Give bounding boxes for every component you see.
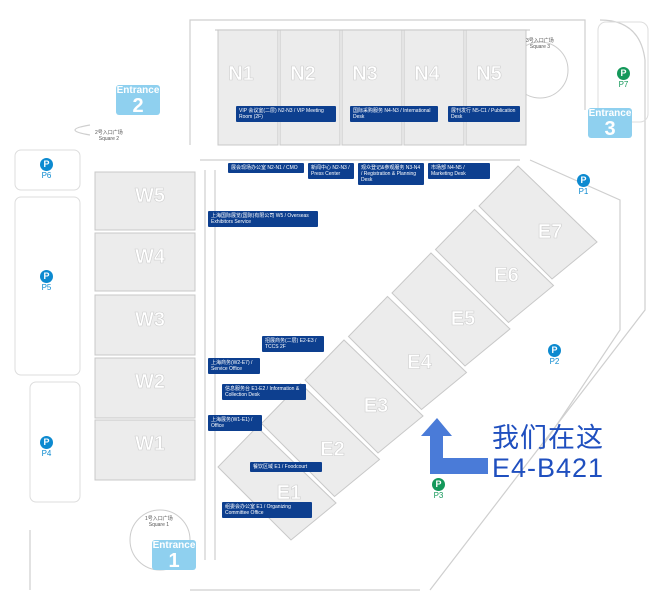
- hall-label: E1: [277, 482, 301, 504]
- parking-icon: P: [40, 270, 53, 283]
- hall-labels: N1 N2 N3 N4 N5 W5 W4 W3 W2 W1 E1 E2 E3 E4 E5…: [135, 63, 563, 505]
- north-halls: [217, 29, 527, 146]
- parking-lot-p5: [14, 196, 81, 376]
- parking-icon: P: [40, 158, 53, 171]
- hall-w1[interactable]: [94, 419, 196, 481]
- hall-label: N5: [476, 63, 502, 85]
- hall-e4[interactable]: [347, 295, 468, 411]
- you-are-here-arrow-icon: [421, 418, 488, 474]
- hall-label: N1: [228, 63, 254, 85]
- square-cn: 1号入口广场: [145, 516, 173, 522]
- square-en: Square 2: [98, 136, 120, 142]
- callout-registration[interactable]: 观众登记&参观服务 N3-N4 / Registration & Plannin…: [358, 163, 424, 185]
- entrance-2[interactable]: Entrance 2: [116, 85, 160, 117]
- parking-icon: P: [548, 344, 561, 357]
- hall-label: W1: [135, 433, 165, 455]
- hall-w5[interactable]: [94, 171, 196, 231]
- parking-icon: P: [40, 436, 53, 449]
- parking-icon: P: [432, 478, 445, 491]
- road-outline: [200, 159, 621, 560]
- callout-vip[interactable]: VIP 会议室(二层) N2-N3 / VIP Meeting Room (2F…: [236, 106, 336, 122]
- hall-label: W3: [135, 309, 165, 331]
- parking-label: P4: [41, 449, 52, 458]
- square-cn: 2号入口广场: [95, 130, 123, 136]
- entrance-3[interactable]: Entrance 3: [588, 108, 632, 140]
- entrance-number: 1: [168, 550, 180, 572]
- square-en: Square 3: [529, 44, 551, 50]
- parking-label: P6: [41, 171, 52, 180]
- parking-label: P5: [41, 283, 52, 292]
- square-cn: 3号入口广场: [526, 38, 554, 44]
- callout-publication[interactable]: 展刊发行 N5-C1 / Publication Desk: [448, 106, 520, 122]
- hall-label: E7: [538, 221, 562, 243]
- hall-e2[interactable]: [260, 382, 381, 498]
- hall-n5[interactable]: [465, 29, 527, 146]
- parking-icon: P: [617, 67, 630, 80]
- parking-icon: P: [577, 174, 590, 187]
- hall-label: W2: [135, 371, 165, 393]
- callout-cmo[interactable]: 展会现场办公室 N2-N1 / CMO: [228, 163, 304, 173]
- callout-organizing-office[interactable]: 组委会办公室 E1 / Organizing Committee Office: [222, 502, 312, 518]
- parking-lot-p6: [14, 149, 81, 191]
- you-are-here-text: 我们在这: [492, 423, 604, 453]
- parking-lot-p4: [29, 381, 81, 503]
- entrance-label: Entrance: [116, 85, 160, 96]
- callout-w2[interactable]: 上海商务(W2-E7) / Service Office: [208, 358, 260, 374]
- booth-number: E4-B421: [492, 453, 605, 483]
- hall-n2[interactable]: [279, 29, 341, 146]
- callout-info[interactable]: 信息服务台 E1-E2 / Information & Collection D…: [222, 384, 306, 400]
- hall-w3[interactable]: [94, 294, 196, 356]
- callout-marketing[interactable]: 市场部 N4-N5 / Marketing Desk: [428, 163, 490, 179]
- callout-foodcourt[interactable]: 餐饮区域 E1 / Foodcourt: [250, 462, 322, 472]
- entrance-number: 2: [132, 95, 144, 117]
- square-en: Square 1: [148, 522, 170, 528]
- hall-e6[interactable]: [434, 208, 555, 324]
- hall-e7[interactable]: [478, 165, 598, 280]
- hall-label: N4: [414, 63, 440, 85]
- parking-label: P3: [433, 491, 444, 500]
- entrance-1[interactable]: Entrance 1: [152, 540, 196, 572]
- west-halls: [94, 171, 196, 481]
- hall-label: N3: [352, 63, 378, 85]
- parking-label: P7: [618, 80, 629, 89]
- hall-label: N2: [290, 63, 316, 85]
- hall-n4[interactable]: [403, 29, 465, 146]
- callout-w5[interactable]: 上海国际展览(国际)有限公司 W5 / Overseas Exhibitors …: [208, 211, 318, 227]
- hall-e5[interactable]: [391, 252, 511, 367]
- hall-label: W4: [135, 246, 166, 268]
- hall-label: E2: [320, 439, 344, 461]
- callout-press[interactable]: 新闻中心 N2-N3 / Press Center: [308, 163, 354, 179]
- hall-label: E5: [451, 308, 475, 330]
- callout-e2e3[interactable]: 招展商务(二层) E2-E3 / TCCS 2F: [262, 336, 324, 352]
- callout-international[interactable]: 国际采购服务 N4-N3 / International Desk: [350, 106, 438, 122]
- you-are-here-label: 我们在这 E4-B421: [492, 423, 604, 483]
- parking-label: P1: [578, 187, 589, 196]
- hall-n1[interactable]: [217, 29, 279, 146]
- hall-label: W5: [135, 185, 165, 207]
- hall-label: E3: [364, 395, 388, 417]
- hall-label: E4: [407, 352, 432, 374]
- entrance-number: 3: [604, 118, 616, 140]
- hall-w2[interactable]: [94, 357, 196, 419]
- entrance-label: Entrance: [152, 540, 196, 551]
- hall-n3[interactable]: [341, 29, 403, 146]
- hall-e3[interactable]: [304, 339, 424, 454]
- hall-w4[interactable]: [94, 232, 196, 292]
- callout-w1[interactable]: 上海展务(W1-E1) / Office: [208, 415, 262, 431]
- entrance-label: Entrance: [588, 108, 632, 119]
- parking-label: P2: [549, 357, 560, 366]
- hall-label: E6: [494, 265, 518, 287]
